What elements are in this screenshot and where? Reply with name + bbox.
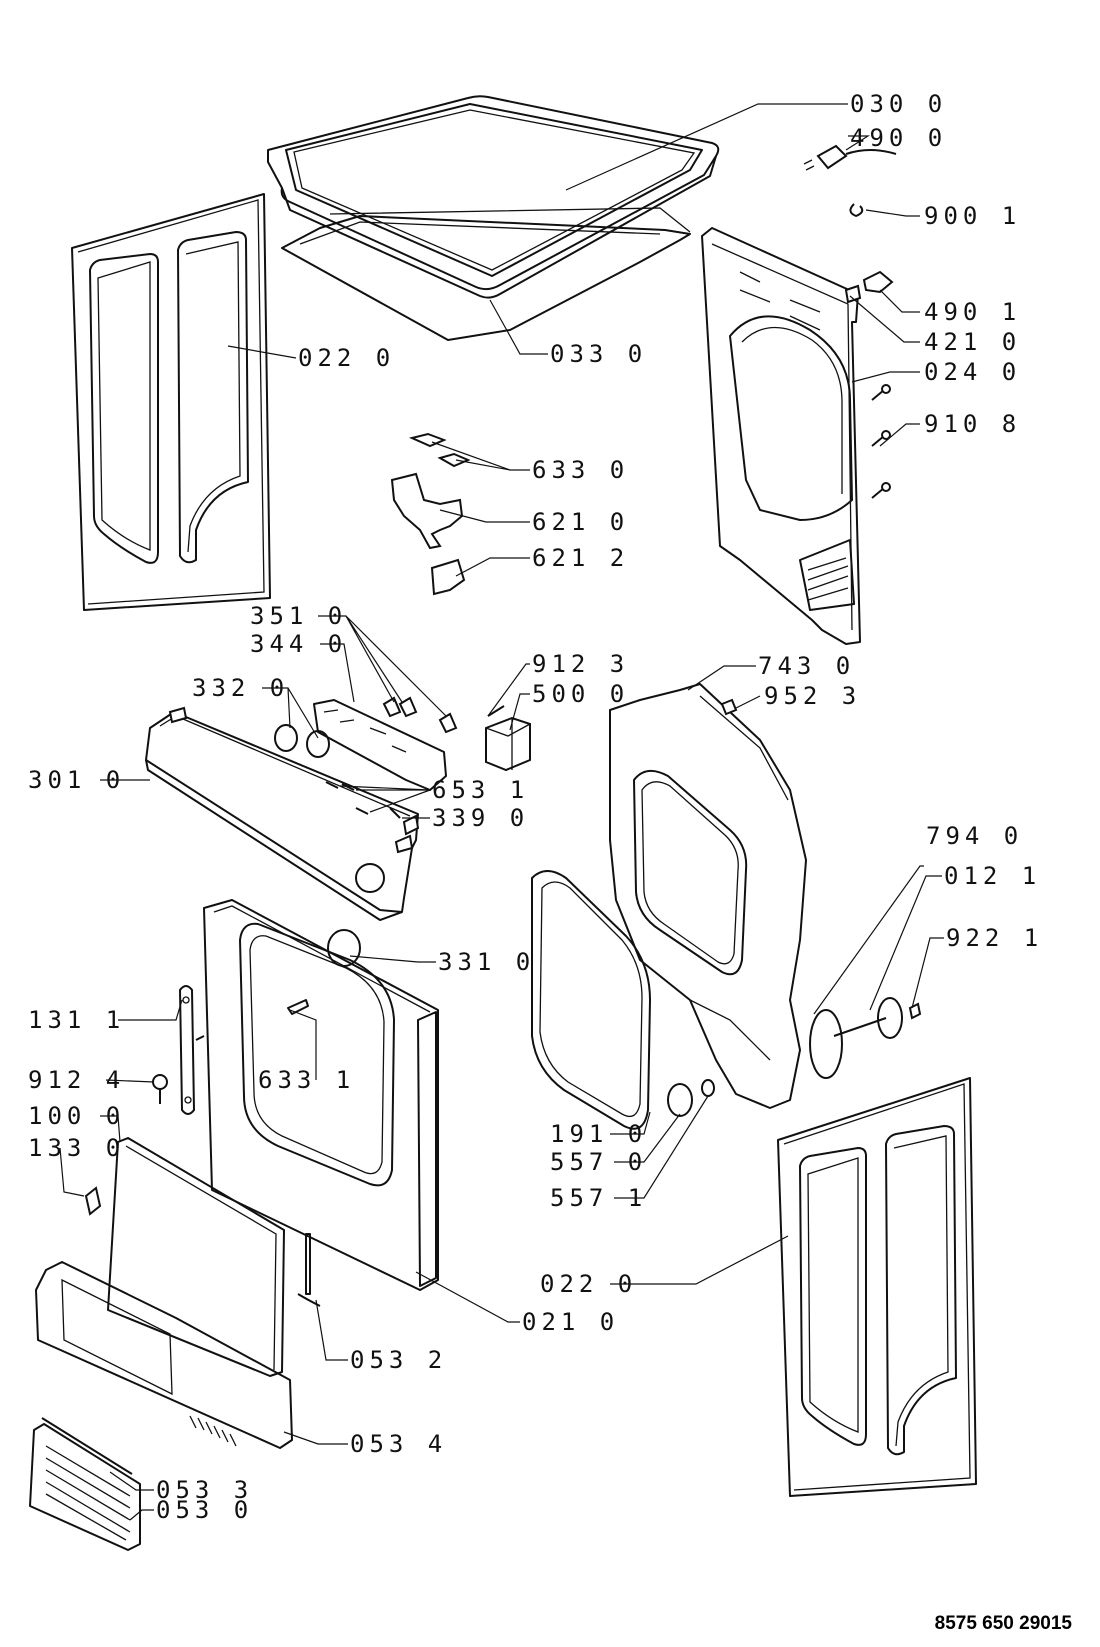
label-100-0: 100 0	[28, 1102, 125, 1130]
label-053-3: 053 3	[156, 1476, 253, 1504]
left-side-panel-part	[71, 193, 271, 611]
push-button-parts	[382, 696, 458, 734]
label-633-0: 633 0	[532, 456, 629, 484]
label-557-0: 557 0	[550, 1148, 647, 1176]
label-351-0: 351 0	[250, 602, 347, 630]
top-panel-part	[267, 95, 720, 299]
right-side-panel-part	[777, 1077, 977, 1497]
clip-133-part	[84, 1186, 102, 1216]
label-794-0: 794 0	[926, 822, 1023, 850]
label-490-1: 490 1	[924, 298, 1021, 326]
label-133-0: 133 0	[28, 1134, 125, 1162]
label-490-0: 490 0	[850, 124, 947, 152]
screws-910-part	[871, 384, 891, 499]
label-421-0: 421 0	[924, 328, 1021, 356]
drum-housing-part	[609, 683, 807, 1109]
kickplate-part	[107, 1137, 285, 1377]
door-gasket-part	[531, 870, 651, 1130]
lower-top-panel-part	[281, 207, 691, 341]
label-621-0: 621 0	[532, 508, 629, 536]
label-557-1: 557 1	[550, 1184, 647, 1212]
bearing-parts	[667, 1079, 715, 1117]
label-022-0-bottom: 022 0	[540, 1270, 637, 1298]
label-021-0: 021 0	[522, 1308, 619, 1336]
label-344-0: 344 0	[250, 630, 347, 658]
label-053-0: 053 0	[156, 1496, 253, 1524]
label-053-4: 053 4	[350, 1430, 447, 1458]
small-screw-parts	[325, 781, 401, 819]
label-131-1: 131 1	[28, 1006, 125, 1034]
screw-922-part	[908, 1002, 922, 1020]
timer-part	[485, 705, 531, 772]
power-cord-part	[803, 144, 897, 171]
screw-912-4-part	[152, 1074, 168, 1104]
leader-lines	[59, 103, 944, 1521]
hinge-part	[178, 985, 205, 1115]
label-743-0: 743 0	[758, 652, 855, 680]
label-301-0: 301 0	[28, 766, 125, 794]
label-030-0: 030 0	[850, 90, 947, 118]
label-912-3: 912 3	[532, 650, 629, 678]
label-922-1: 922 1	[946, 924, 1043, 952]
label-633-1: 633 1	[258, 1066, 355, 1094]
label-500-0: 500 0	[532, 680, 629, 708]
front-panel-part	[203, 899, 439, 1291]
part-labels: 030 0 490 0 900 1 490 1 421 0 024 0 910 …	[28, 90, 1043, 1524]
label-912-4: 912 4	[28, 1066, 125, 1094]
label-952-3: 952 3	[764, 682, 861, 710]
lower-frame-part	[35, 1261, 293, 1449]
label-621-2: 621 2	[532, 544, 629, 572]
label-191-0: 191 0	[550, 1120, 647, 1148]
label-910-8: 910 8	[924, 410, 1021, 438]
label-053-2: 053 2	[350, 1346, 447, 1374]
door-pin-part	[287, 999, 309, 1015]
plug-952-part	[720, 698, 738, 716]
rear-panel-part	[701, 227, 861, 645]
label-331-0: 331 0	[438, 948, 535, 976]
rod-053-2-part	[297, 1233, 321, 1307]
knob-parts	[274, 724, 330, 758]
pulley-part	[833, 997, 903, 1039]
drawing-code: 8575 650 29015	[934, 1613, 1072, 1634]
label-332-0: 332 0	[192, 674, 289, 702]
clip-part	[849, 203, 864, 217]
circuit-board-part	[313, 699, 447, 791]
label-012-1: 012 1	[944, 862, 1041, 890]
label-339-0: 339 0	[432, 804, 529, 832]
label-022-0-top: 022 0	[298, 344, 395, 372]
switch-parts	[390, 432, 471, 596]
belt-part	[809, 1009, 843, 1079]
grille-part	[29, 1417, 141, 1551]
label-033-0: 033 0	[550, 340, 647, 368]
label-900-1: 900 1	[924, 202, 1021, 230]
socket-parts	[844, 270, 894, 304]
label-024-0: 024 0	[924, 358, 1021, 386]
label-653-1: 653 1	[432, 776, 529, 804]
